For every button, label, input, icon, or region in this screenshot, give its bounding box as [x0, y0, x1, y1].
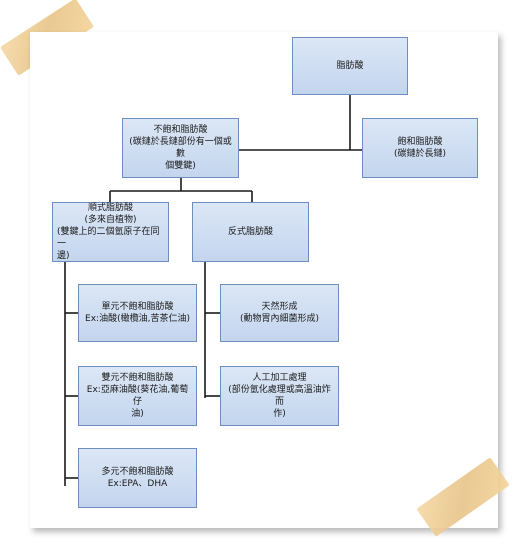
node-artificial-title: 人工加工處理 [252, 372, 307, 383]
node-poly-title: 多元不飽和脂肪酸 [101, 466, 174, 477]
node-fatty-acid-title: 脂肪酸 [336, 60, 364, 71]
node-mono-title: 單元不飽和脂肪酸 [101, 301, 174, 312]
node-artificial-sub1: (部份氫化處理或高溫油炸而 [228, 384, 331, 407]
node-di-title: 雙元不飽和脂肪酸 [101, 372, 174, 383]
node-diunsaturated: 雙元不飽和脂肪酸 Ex:亞麻油酸(葵花油,葡萄仔 油) [78, 366, 197, 426]
node-trans-title: 反式脂肪酸 [227, 226, 273, 237]
node-cis-title: 順式脂肪酸 [87, 202, 133, 213]
node-trans-fatty-acid: 反式脂肪酸 [192, 202, 309, 262]
node-unsaturated-sub1: (碳鏈於長鏈部份有一個或數 [129, 136, 232, 159]
node-polyunsaturated: 多元不飽和脂肪酸 Ex:EPA、DHA [78, 448, 197, 508]
node-cis-fatty-acid: 順式脂肪酸 (多來自植物) (雙鍵上的二個氫原子在同一 邊) [52, 202, 169, 262]
node-saturated-sub: (碳鏈於長鏈) [393, 149, 447, 159]
node-cis-sub1: (多來自植物) [84, 214, 137, 225]
node-monounsaturated: 單元不飽和脂肪酸 Ex:油酸(橄欖油,苦茶仁油) [78, 284, 197, 342]
node-natural-sub: (動物胃內細菌形成) [239, 314, 320, 324]
node-cis-sub3: 邊) [57, 251, 70, 262]
node-unsaturated-fatty-acid: 不飽和脂肪酸 (碳鏈於長鏈部份有一個或數 個雙鍵) [122, 118, 239, 178]
paper-sheet [30, 32, 498, 528]
node-unsaturated-sub2: 個雙鍵) [165, 161, 196, 172]
connector-unsat-children [109, 178, 253, 202]
node-artificial-sub2: 作) [273, 409, 286, 420]
node-artificial-processing: 人工加工處理 (部份氫化處理或高溫油炸而 作) [220, 366, 339, 426]
node-poly-sub: Ex:EPA、DHA [107, 479, 168, 489]
node-di-sub2: 油) [131, 409, 144, 420]
node-cis-sub2: (雙鍵上的二個氫原子在同一 [57, 226, 160, 250]
node-natural-formation: 天然形成 (動物胃內細菌形成) [220, 284, 339, 342]
node-natural-title: 天然形成 [261, 301, 298, 312]
node-saturated-title: 飽和脂肪酸 [397, 136, 443, 147]
node-di-sub1: Ex:亞麻油酸(葵花油,葡萄仔 [86, 384, 189, 407]
node-fatty-acid: 脂肪酸 [292, 37, 408, 95]
node-mono-sub: Ex:油酸(橄欖油,苦茶仁油) [85, 314, 190, 324]
node-unsaturated-title: 不飽和脂肪酸 [153, 124, 208, 135]
node-saturated-fatty-acid: 飽和脂肪酸 (碳鏈於長鏈) [362, 118, 478, 178]
